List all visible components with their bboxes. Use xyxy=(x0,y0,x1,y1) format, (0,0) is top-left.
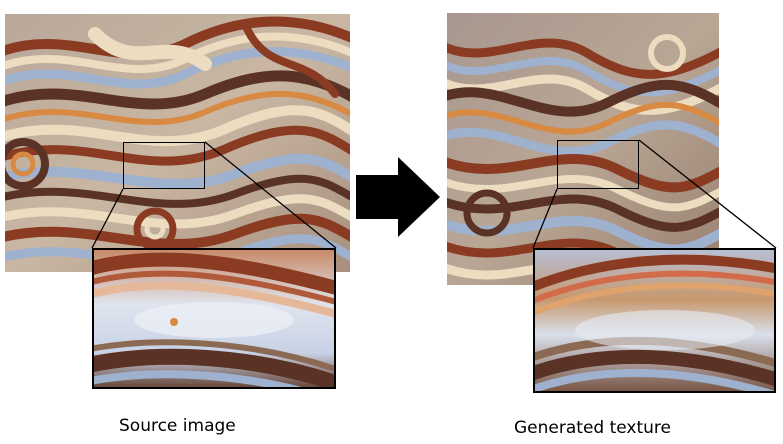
source-image-caption: Source image xyxy=(119,416,236,436)
generated-region-box xyxy=(557,140,639,189)
source-region-box xyxy=(123,142,205,189)
generated-zoom-inset xyxy=(533,248,776,393)
source-zoom-inset xyxy=(92,248,336,389)
generated-texture-caption: Generated texture xyxy=(514,418,671,438)
right-arrow-icon xyxy=(356,157,440,237)
